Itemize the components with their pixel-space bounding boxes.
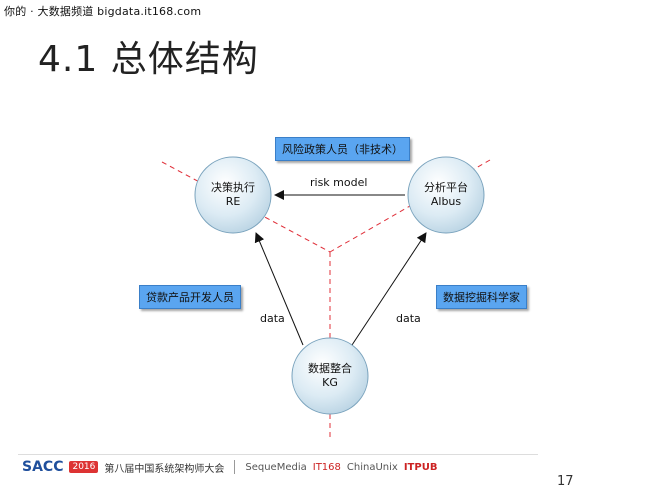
- footer-divider: [18, 454, 538, 455]
- footer-logo-sequemedia: SequeMedia: [245, 461, 307, 473]
- edge-label-data-left: data: [260, 312, 285, 325]
- footer-separator: [234, 460, 236, 474]
- node-kg-label: 数据整合 KG: [290, 362, 370, 390]
- node-albus-label: 分析平台 Albus: [406, 181, 486, 209]
- node-re-line2: RE: [225, 195, 241, 208]
- footer-logo-itpub: ITPUB: [403, 461, 438, 473]
- edge-kg-to-albus: [351, 232, 427, 346]
- box-risk-policy: 风险政策人员（非技术）: [275, 137, 410, 161]
- footer-sacc: SACC: [22, 459, 64, 475]
- box-data-sci: 数据挖掘科学家: [436, 285, 527, 309]
- node-albus-line1: 分析平台: [424, 181, 468, 194]
- box-loan-dev: 贷款产品开发人员: [139, 285, 241, 309]
- node-kg-line1: 数据整合: [308, 362, 352, 375]
- node-kg: [291, 337, 369, 415]
- divider-left: [161, 161, 331, 253]
- node-albus-line2: Albus: [430, 195, 462, 208]
- footer-logo-it168: IT168: [312, 461, 341, 473]
- node-re: [194, 156, 272, 234]
- footer-conference: 第八届中国系统架构师大会: [104, 463, 225, 475]
- edge-label-data-right: data: [396, 312, 421, 325]
- footer-logo-chinaunix: ChinaUnix: [346, 461, 398, 473]
- node-re-line1: 决策执行: [211, 181, 255, 194]
- watermark-text: 你的 · 大数据频道 bigdata.it168.com: [4, 5, 202, 18]
- edge-label-risk-model: risk model: [310, 176, 368, 189]
- node-albus: [407, 156, 485, 234]
- page-number: 17: [557, 474, 574, 489]
- node-re-label: 决策执行 RE: [193, 181, 273, 209]
- footer-year: 2016: [69, 461, 99, 473]
- edge-kg-to-re: [254, 232, 304, 346]
- page-title: 4.1 总体结构: [38, 39, 259, 80]
- footer-bar: SACC 2016 第八届中国系统架构师大会 SequeMedia IT168 …: [22, 456, 437, 478]
- node-kg-line2: KG: [322, 376, 338, 389]
